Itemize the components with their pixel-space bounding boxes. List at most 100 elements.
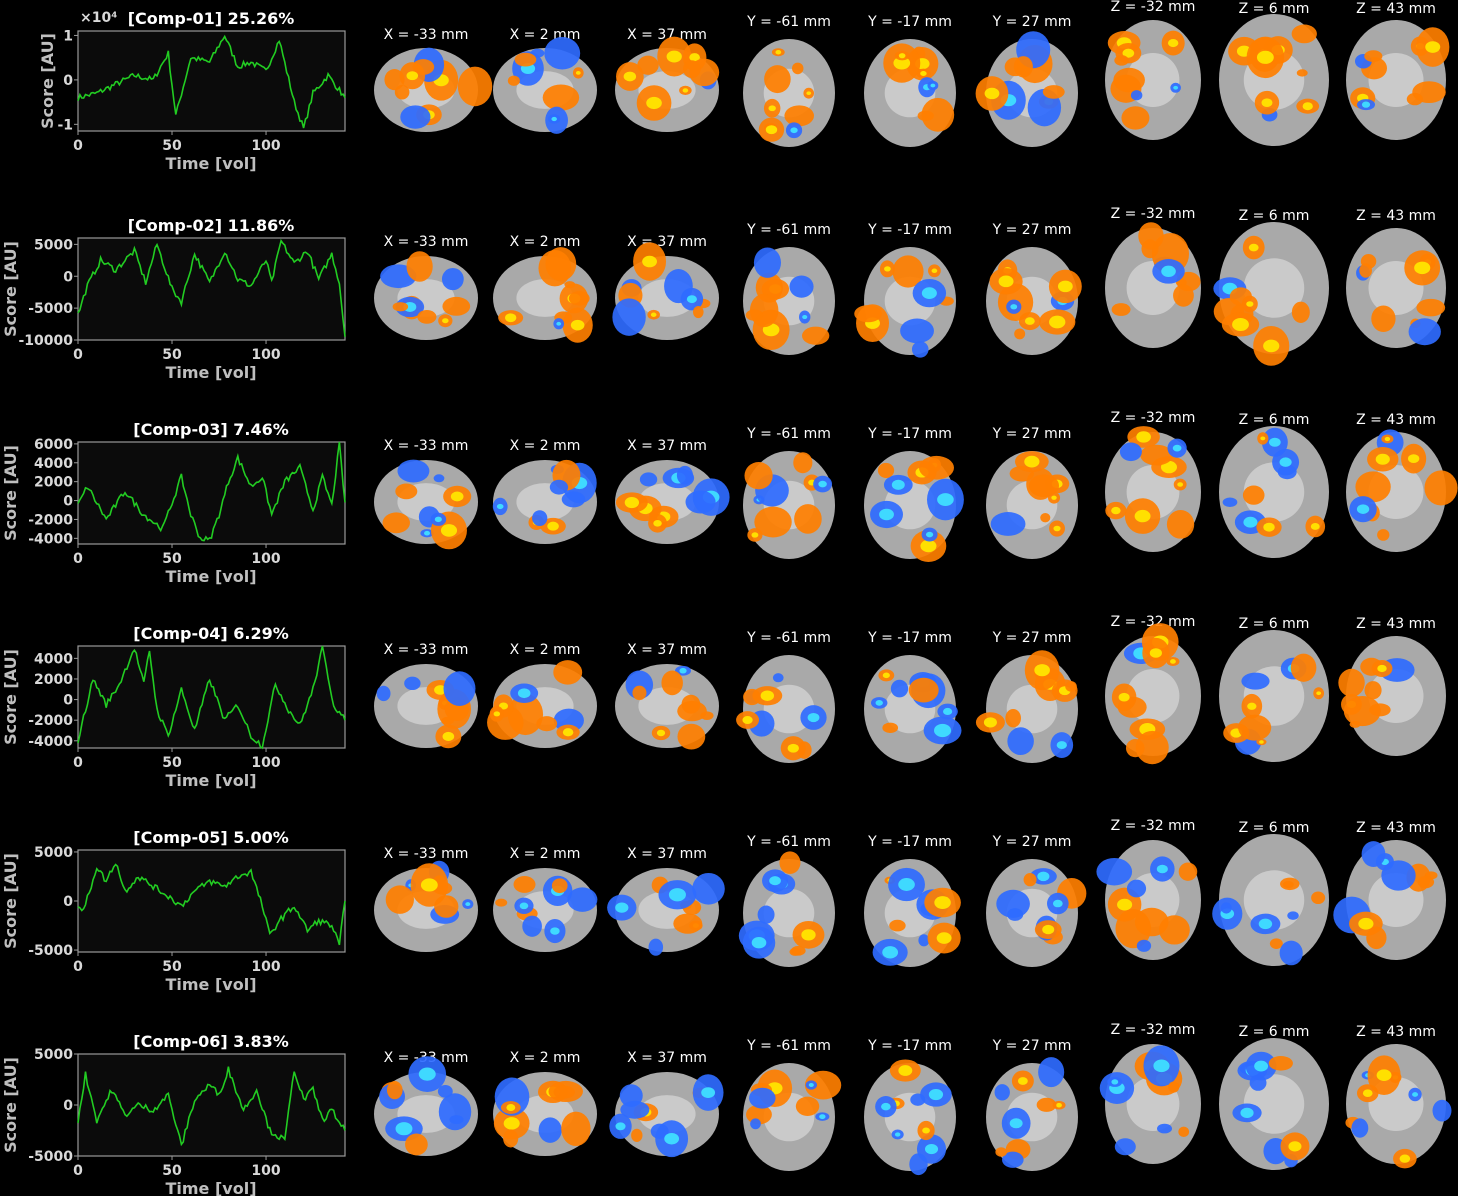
positive-activation [889, 919, 906, 932]
slice-label: X = 2 mm [510, 846, 581, 862]
negative-activation [1002, 1151, 1024, 1168]
brain-slice [492, 459, 597, 544]
positive-activation [1173, 284, 1194, 307]
slice-label: Y = -61 mm [746, 14, 831, 30]
negative-activation [911, 341, 929, 358]
activation-peak [1118, 692, 1130, 702]
positive-activation [677, 723, 706, 750]
component-title: [Comp-06] 3.83% [133, 1032, 288, 1051]
activation-peak [1111, 1079, 1119, 1085]
activation-peak [1010, 304, 1018, 310]
slice-label: X = 2 mm [510, 642, 581, 658]
brain-slice [743, 247, 835, 355]
positive-activation [918, 455, 954, 480]
activation-peak [406, 71, 419, 81]
x-tick-label: 100 [251, 551, 280, 567]
slice-label: Z = 43 mm [1356, 820, 1436, 836]
negative-activation [433, 474, 445, 483]
brain-slice [1105, 20, 1201, 140]
brain-slice [493, 1072, 597, 1156]
negative-activation [438, 1093, 472, 1131]
activation-peak [1136, 431, 1151, 443]
activation-peak [1177, 482, 1184, 487]
activation-peak [931, 268, 938, 274]
activation-peak [1279, 457, 1292, 467]
activation-peak [1259, 740, 1264, 744]
positive-activation [1121, 106, 1150, 130]
brain-slice [1333, 840, 1446, 960]
y-tick-label: 4000 [34, 651, 73, 667]
activation-peak [1407, 454, 1420, 464]
slice-label: Z = 6 mm [1239, 1024, 1310, 1040]
activation-peak [920, 539, 937, 553]
activation-peak [440, 524, 458, 537]
brain-slice [736, 655, 835, 763]
y-tick-label: 5000 [34, 237, 73, 253]
activation-peak [751, 937, 767, 949]
y-tick-label: 6000 [34, 437, 73, 453]
activation-peak [623, 71, 637, 82]
activation-peak [679, 667, 687, 674]
brain-slice [743, 39, 835, 147]
negative-activation [376, 685, 391, 702]
x-axis-label: Time [vol] [165, 567, 256, 586]
negative-activation [1432, 1099, 1452, 1122]
positive-activation [507, 75, 520, 86]
positive-activation [1158, 915, 1190, 945]
negative-activation [910, 1093, 926, 1106]
slice-label: X = 37 mm [627, 438, 707, 454]
brain-slice [1346, 20, 1450, 140]
x-axis-label: Time [vol] [165, 771, 256, 790]
positive-activation [1364, 681, 1382, 700]
positive-activation [405, 1133, 428, 1156]
brain-slice [743, 1063, 842, 1171]
positive-activation [784, 105, 815, 127]
timecourse-panel [77, 849, 346, 953]
timecourse-line [77, 1066, 346, 1147]
timecourse-line [77, 863, 346, 946]
activation-peak [519, 902, 529, 910]
positive-activation [882, 722, 899, 734]
y-tick-label: 0 [63, 494, 73, 510]
activation-peak [1247, 702, 1257, 710]
activation-peak [1160, 460, 1177, 474]
white-matter [516, 279, 574, 317]
negative-activation [1126, 879, 1147, 898]
timecourse-panel [77, 645, 346, 749]
negative-activation [1119, 442, 1142, 462]
activation-peak [751, 532, 759, 538]
activation-peak [934, 896, 951, 909]
activation-peak [689, 53, 700, 62]
brain-slice [986, 451, 1078, 559]
brain-slice [1212, 834, 1329, 966]
y-axis-label: Score [AU] [1, 853, 20, 949]
activation-peak [768, 105, 776, 112]
negative-activation [990, 512, 1026, 536]
activation-peak [920, 70, 927, 77]
activation-peak [1034, 664, 1050, 677]
x-tick-label: 50 [162, 959, 182, 975]
activation-peak [556, 321, 562, 326]
slice-label: Y = -17 mm [867, 14, 952, 30]
activation-peak [1173, 85, 1179, 90]
activation-peak [1052, 899, 1063, 908]
positive-activation [1371, 305, 1396, 332]
positive-activation [877, 462, 895, 479]
timecourse-line [77, 441, 346, 542]
y-tick-label: 0 [63, 693, 73, 709]
positive-activation [1417, 875, 1435, 889]
slice-label: Z = -32 mm [1111, 206, 1196, 222]
timecourse-panel [77, 1053, 346, 1157]
activation-peak [434, 685, 447, 695]
activation-peak [506, 1104, 516, 1111]
x-tick-label: 0 [73, 551, 83, 567]
positive-activation [568, 291, 590, 306]
brain-slice [986, 859, 1087, 967]
brain-slice [1338, 636, 1446, 756]
slice-label: X = 2 mm [510, 234, 581, 250]
brain-slice [374, 459, 478, 550]
activation-peak [882, 946, 899, 959]
positive-activation [1311, 891, 1326, 905]
brain-slice [615, 36, 720, 132]
